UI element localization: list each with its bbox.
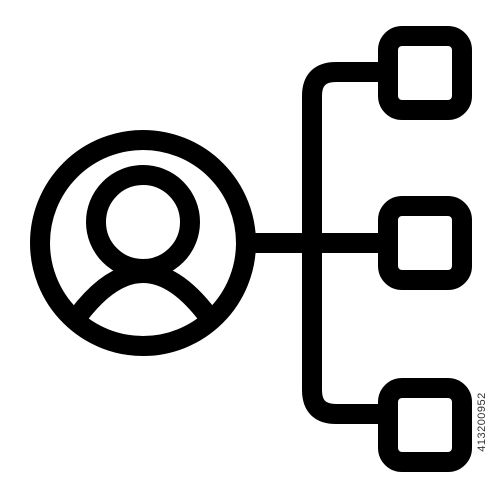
avatar-head (86, 165, 200, 279)
user-avatar-icon (30, 130, 256, 356)
avatar-shoulders (70, 263, 216, 323)
hierarchy-connectors (246, 62, 388, 424)
stock-id-label: 413200952 (472, 352, 492, 492)
stock-id-text: 413200952 (476, 392, 488, 452)
node-box-middle (378, 196, 472, 290)
node-box-top (378, 26, 472, 120)
connector-trunk (302, 62, 388, 424)
node-box-bottom (378, 378, 472, 472)
